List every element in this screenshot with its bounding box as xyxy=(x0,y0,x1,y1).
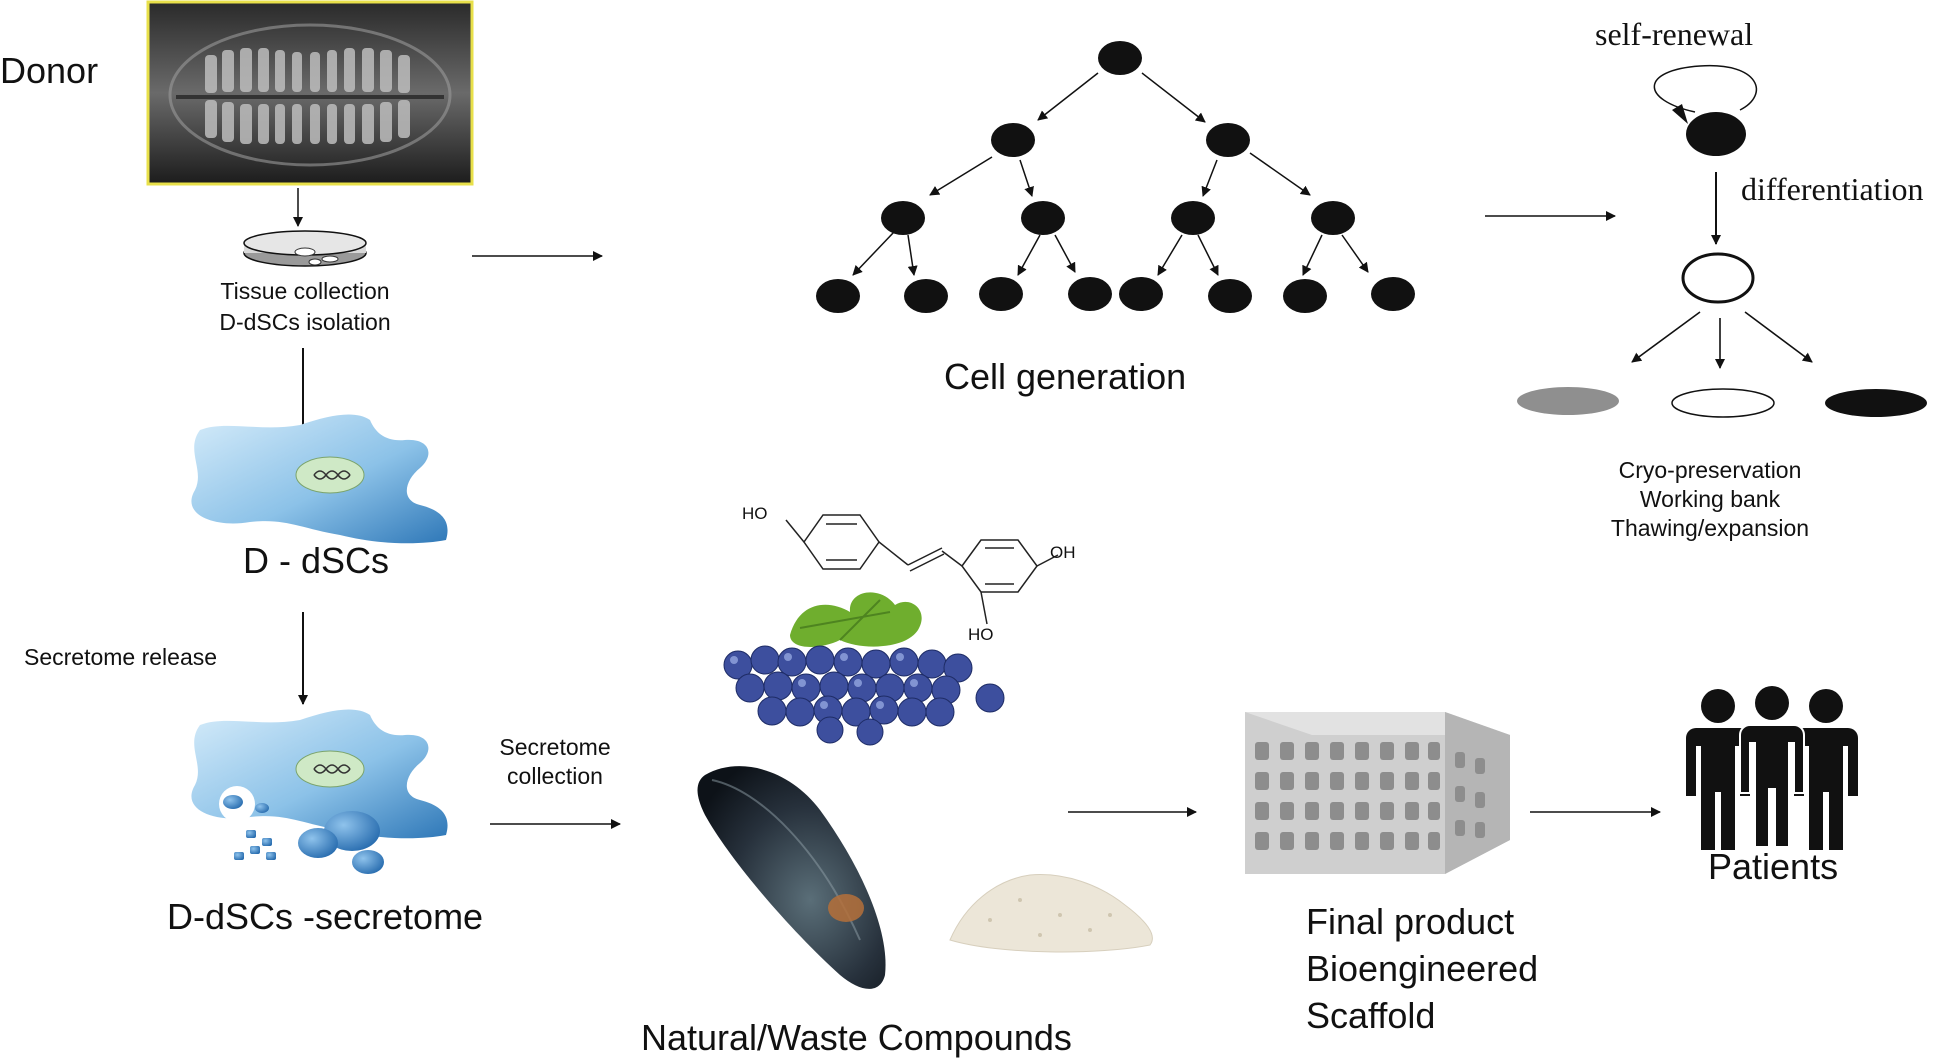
stem-cell-fate-diagram xyxy=(1517,64,1927,418)
secretome-collection-label-line1: Secretome xyxy=(499,734,611,760)
scaffold-label: Scaffold xyxy=(1306,995,1436,1036)
petri-dish-icon xyxy=(243,230,367,267)
secretome-release-label: Secretome release xyxy=(24,644,218,670)
bioengineered-label: Bioengineered xyxy=(1306,948,1539,989)
ho-top-label: HO xyxy=(742,504,768,523)
ddscs-secretome-label: D-dSCs -secretome xyxy=(167,896,484,937)
scaffold-image xyxy=(1245,712,1510,874)
ddscs-cell xyxy=(191,414,448,544)
xray-image xyxy=(146,0,474,186)
extracellular-vesicles xyxy=(219,786,384,874)
donor-label: Donor xyxy=(0,50,99,91)
oh-right-label: OH xyxy=(1050,543,1076,562)
grapes-image xyxy=(723,592,1005,746)
ddscs-secretome-cell xyxy=(191,709,448,874)
isolation-label: D-dSCs isolation xyxy=(219,309,391,335)
ho-bottom-label: HO xyxy=(968,625,994,644)
natural-waste-label: Natural/Waste Compounds xyxy=(641,1017,1072,1058)
powder-image xyxy=(949,874,1153,953)
final-product-label: Final product xyxy=(1306,901,1515,942)
tissue-collection-label: Tissue collection xyxy=(220,278,390,304)
dna-icon xyxy=(313,470,351,480)
working-bank-label: Working bank xyxy=(1639,486,1781,512)
people-icon xyxy=(1686,686,1858,850)
self-renewal-label: self-renewal xyxy=(1595,16,1754,52)
cell-generation-label: Cell generation xyxy=(944,356,1187,397)
thawing-label: Thawing/expansion xyxy=(1610,515,1810,541)
dna-icon xyxy=(313,764,351,774)
differentiation-label: differentiation xyxy=(1741,171,1924,207)
mussel-image xyxy=(697,766,886,989)
resveratrol-structure xyxy=(785,514,1059,625)
cell-generation-tree xyxy=(816,41,1415,313)
cryo-label: Cryo-preservation xyxy=(1618,457,1802,483)
secretome-collection-label-line2: collection xyxy=(507,763,603,789)
ddscs-label: D - dSCs xyxy=(243,540,390,581)
patients-label: Patients xyxy=(1708,846,1839,887)
